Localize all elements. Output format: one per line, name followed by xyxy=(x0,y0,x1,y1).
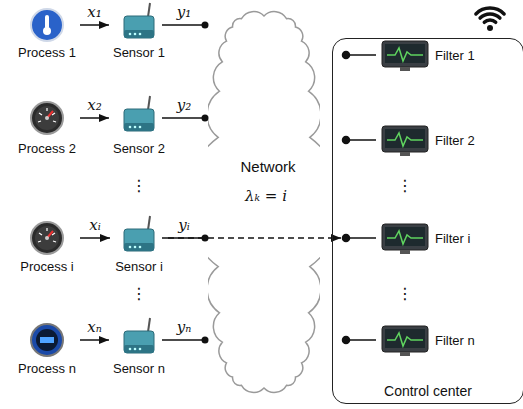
filter-input xyxy=(343,52,377,344)
signal-arrow xyxy=(80,24,109,26)
network-label: Network xyxy=(208,159,328,175)
node-label: Sensor n xyxy=(113,361,165,377)
dashed-arrow xyxy=(168,237,341,239)
ellipsis: ⋮ xyxy=(131,285,147,303)
sensor-icon xyxy=(124,318,154,353)
sensor-node: Sensor i xyxy=(110,216,168,275)
thermometer-icon xyxy=(31,9,63,41)
signal-label: yₙ xyxy=(177,318,192,336)
filter-node: Filter 2 xyxy=(341,125,513,157)
sensor-node: Sensor 1 xyxy=(109,3,169,61)
filter-node: Filter 1 xyxy=(341,40,513,72)
edge-label: xᵢ xyxy=(89,216,100,234)
gauge-icon xyxy=(31,222,63,254)
node-label: Process n xyxy=(18,361,76,377)
ellipsis: ⋮ xyxy=(397,285,413,303)
output-wire xyxy=(162,25,205,340)
control-center-box: Filter 1 Filter 2 Filter i Filter n Control … xyxy=(332,38,523,404)
monitor-icon xyxy=(382,224,428,254)
monitor-icon xyxy=(382,41,428,71)
node-label: Process 1 xyxy=(18,45,76,61)
edge-label: x₁ xyxy=(87,3,101,21)
process-node: Process 2 xyxy=(14,96,80,157)
signal-label: yᵢ xyxy=(178,216,190,234)
digital-gauge-icon xyxy=(31,324,63,356)
node-label: Sensor 1 xyxy=(113,45,165,61)
sensor-icon xyxy=(124,3,154,38)
node-label: Sensor i xyxy=(115,259,163,275)
signal-arrow xyxy=(80,117,109,119)
gauge-icon xyxy=(31,102,63,134)
node-label: Process i xyxy=(20,259,73,275)
signal-label: y₁ xyxy=(177,3,192,21)
sensor-icon xyxy=(124,96,154,131)
sensor-icon xyxy=(124,216,154,251)
sensor-node: Sensor 2 xyxy=(109,96,169,157)
signal-arrow xyxy=(80,237,110,239)
edge-label: x₂ xyxy=(87,96,101,114)
process-node: Process i xyxy=(14,216,80,275)
wifi-symbol xyxy=(476,8,504,31)
node-label: Filter i xyxy=(435,231,470,247)
monitor-icon xyxy=(382,126,428,156)
node-label: Process 2 xyxy=(18,141,76,157)
box-title: Control center xyxy=(333,383,523,399)
monitor-icon xyxy=(382,326,428,356)
signal-label: y₂ xyxy=(177,96,192,114)
filter-node: Filter i xyxy=(341,223,513,255)
filter-node: Filter n xyxy=(341,325,513,357)
ellipsis: ⋮ xyxy=(397,177,413,195)
node-label: Filter 2 xyxy=(435,133,475,149)
edge-label: λₖ = i xyxy=(245,187,287,205)
process-node: Process 1 xyxy=(14,3,80,61)
sensor-node: Sensor n xyxy=(109,318,169,377)
node-label: Filter 1 xyxy=(435,48,475,64)
cloud-outline xyxy=(208,12,320,393)
edge-label: xₙ xyxy=(87,318,102,336)
ellipsis: ⋮ xyxy=(131,177,147,195)
node-label: Sensor 2 xyxy=(113,141,165,157)
process-node: Process n xyxy=(14,318,80,377)
node-label: Filter n xyxy=(435,333,475,349)
signal-arrow xyxy=(80,339,109,341)
